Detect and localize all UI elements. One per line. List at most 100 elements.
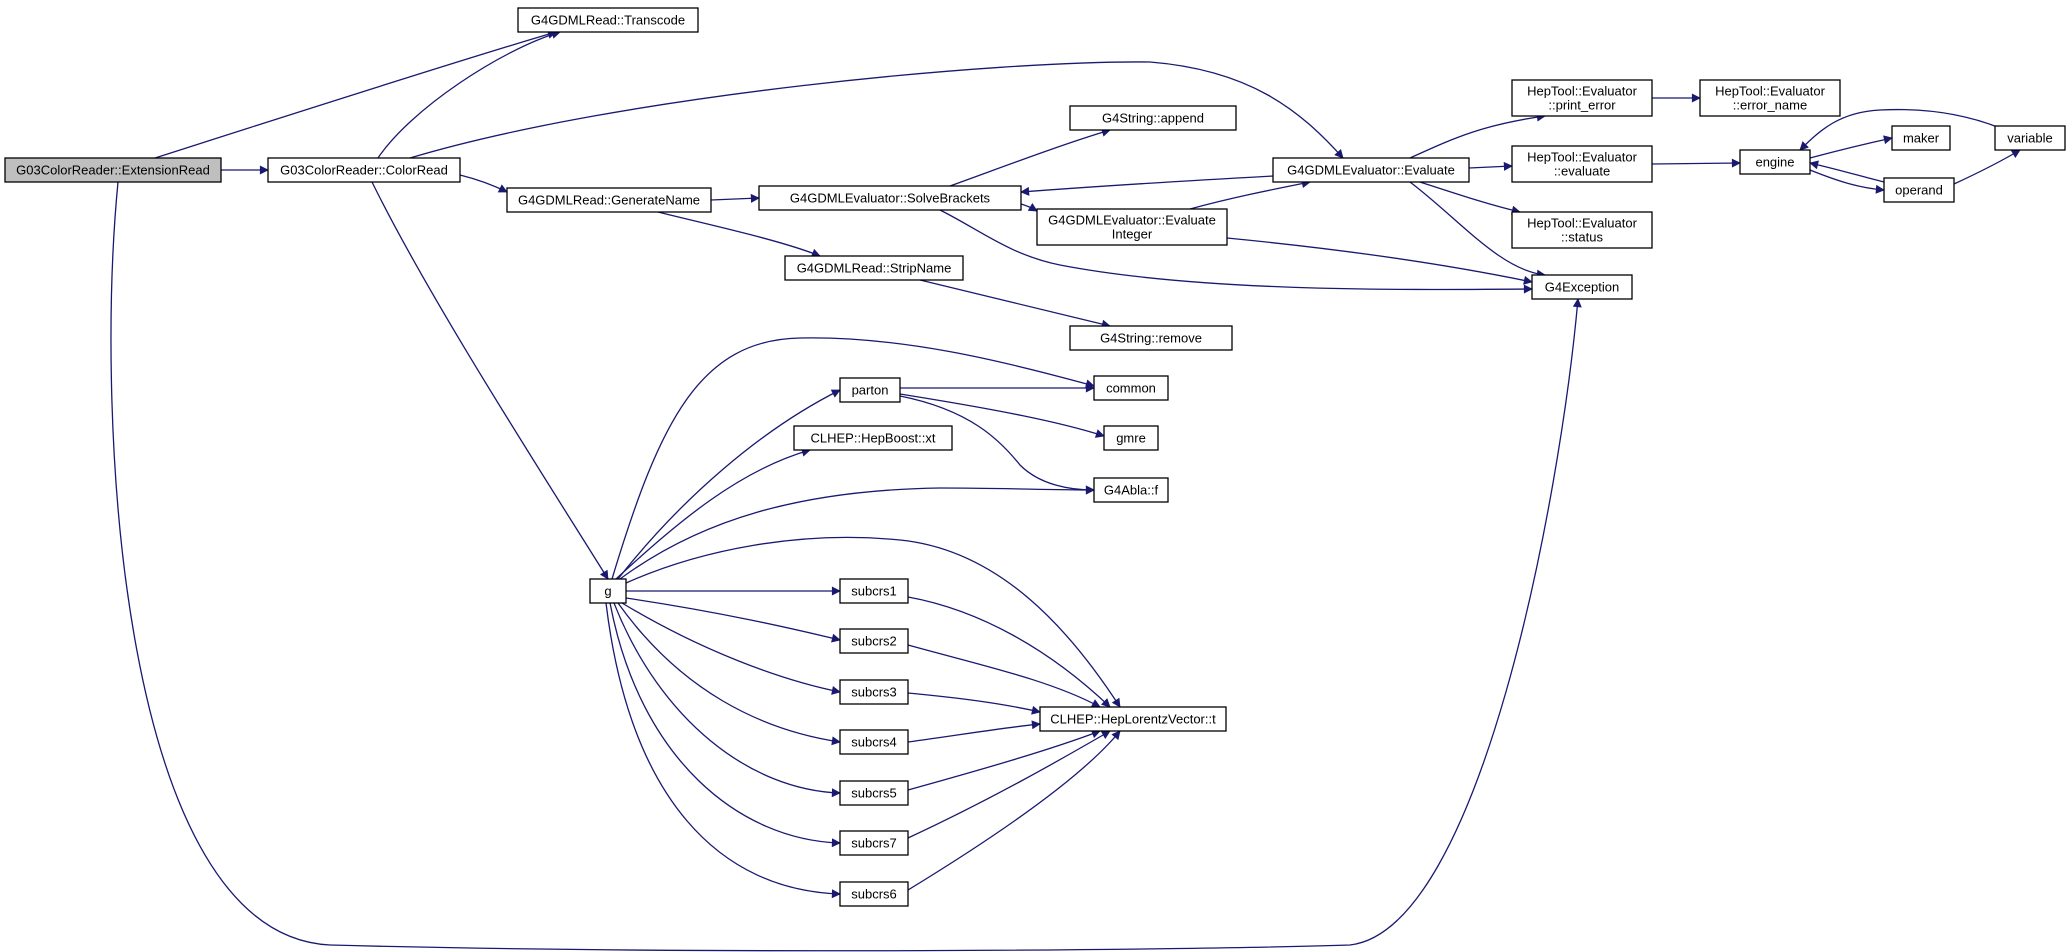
edge-subcrs5-to-lorentz bbox=[907, 729, 1101, 791]
node-box bbox=[1511, 79, 1653, 117]
node-box bbox=[839, 780, 909, 806]
node-xt[interactable]: CLHEP::HepBoost::xt bbox=[793, 425, 953, 451]
node-status[interactable]: HepTool::Evaluator::status bbox=[1511, 211, 1653, 249]
node-box bbox=[1069, 105, 1237, 131]
node-label: common bbox=[1106, 381, 1156, 396]
node-operand[interactable]: operand bbox=[1883, 177, 1955, 203]
node-box bbox=[1272, 157, 1470, 183]
node-label: HepTool::Evaluator bbox=[1527, 84, 1638, 99]
node-engine[interactable]: engine bbox=[1739, 149, 1811, 175]
node-parton[interactable]: parton bbox=[839, 377, 901, 403]
node-append[interactable]: G4String::append bbox=[1069, 105, 1237, 131]
node-box bbox=[1093, 477, 1169, 503]
edge-evalint-to-evaluate bbox=[1189, 179, 1311, 210]
node-label: G4GDMLEvaluator::Evaluate bbox=[1287, 163, 1455, 178]
edge-evaluate-to-solvebr bbox=[1020, 175, 1274, 196]
node-label: G03ColorReader::ExtensionRead bbox=[16, 163, 210, 178]
node-subcrs1[interactable]: subcrs1 bbox=[839, 578, 909, 604]
node-subcrs7[interactable]: subcrs7 bbox=[839, 830, 909, 856]
node-remove[interactable]: G4String::remove bbox=[1069, 325, 1233, 351]
node-common[interactable]: common bbox=[1093, 375, 1169, 401]
node-extread[interactable]: G03ColorReader::ExtensionRead bbox=[4, 157, 222, 183]
node-errname[interactable]: HepTool::Evaluator::error_name bbox=[1699, 79, 1841, 117]
edge-extread-to-transcode bbox=[154, 29, 557, 159]
node-label: CLHEP::HepBoost::xt bbox=[811, 431, 936, 446]
node-label: HepTool::Evaluator bbox=[1715, 84, 1826, 99]
edge-subcrs4-to-lorentz bbox=[907, 720, 1041, 743]
edge-extread-to-g4exc bbox=[110, 181, 1582, 952]
edge-subcrs6-to-lorentz bbox=[907, 730, 1121, 891]
node-box bbox=[793, 425, 953, 451]
node-box bbox=[1739, 149, 1811, 175]
node-box bbox=[589, 578, 627, 604]
node-label: G4GDMLEvaluator::SolveBrackets bbox=[790, 191, 991, 206]
node-g[interactable]: g bbox=[589, 578, 627, 604]
node-variable[interactable]: variable bbox=[1994, 125, 2066, 151]
node-genname[interactable]: G4GDMLRead::GenerateName bbox=[506, 187, 712, 213]
node-label: G4Exception bbox=[1545, 280, 1619, 295]
node-label: maker bbox=[1903, 131, 1940, 146]
node-box bbox=[1699, 79, 1841, 117]
node-label: engine bbox=[1755, 155, 1794, 170]
edge-g-to-subcrs4 bbox=[617, 602, 841, 746]
node-transcode[interactable]: G4GDMLRead::Transcode bbox=[517, 7, 699, 33]
node-label: subcrs7 bbox=[851, 836, 897, 851]
node-subcrs5[interactable]: subcrs5 bbox=[839, 780, 909, 806]
edge-g-to-subcrs3 bbox=[621, 602, 841, 695]
node-hevaluate[interactable]: HepTool::Evaluator::evaluate bbox=[1511, 145, 1653, 183]
node-label: gmre bbox=[1116, 431, 1146, 446]
node-box bbox=[839, 881, 909, 907]
node-ablaf[interactable]: G4Abla::f bbox=[1093, 477, 1169, 503]
node-g4exc[interactable]: G4Exception bbox=[1531, 274, 1633, 300]
node-label: ::print_error bbox=[1548, 98, 1616, 113]
node-printerr[interactable]: HepTool::Evaluator::print_error bbox=[1511, 79, 1653, 117]
node-box bbox=[839, 679, 909, 705]
node-subcrs2[interactable]: subcrs2 bbox=[839, 628, 909, 654]
node-box bbox=[839, 377, 901, 403]
node-box bbox=[4, 157, 222, 183]
edge-subcrs1-to-lorentz bbox=[907, 596, 1111, 708]
edge-evaluate-to-hevaluate bbox=[1468, 161, 1513, 171]
node-colorread[interactable]: G03ColorReader::ColorRead bbox=[267, 157, 461, 183]
node-box bbox=[758, 185, 1022, 211]
node-subcrs6[interactable]: subcrs6 bbox=[839, 881, 909, 907]
node-box bbox=[1891, 125, 1951, 151]
node-box bbox=[1036, 208, 1228, 246]
node-label: G4GDMLEvaluator::Evaluate bbox=[1048, 213, 1216, 228]
node-box bbox=[1069, 325, 1233, 351]
node-label: Integer bbox=[1112, 227, 1153, 242]
node-box bbox=[506, 187, 712, 213]
node-maker[interactable]: maker bbox=[1891, 125, 1951, 151]
node-label: variable bbox=[2007, 131, 2053, 146]
edge-solvebr-to-g4exc bbox=[939, 209, 1533, 294]
edge-hevaluate-to-engine bbox=[1651, 158, 1741, 168]
edge-genname-to-solvebr bbox=[710, 193, 760, 203]
node-solvebr[interactable]: G4GDMLEvaluator::SolveBrackets bbox=[758, 185, 1022, 211]
edge-solvebr-to-evalint bbox=[1020, 202, 1038, 212]
node-subcrs4[interactable]: subcrs4 bbox=[839, 729, 909, 755]
edge-g-to-common bbox=[611, 337, 1095, 580]
edge-g-to-subcrs5 bbox=[613, 602, 841, 798]
node-gmre[interactable]: gmre bbox=[1103, 425, 1159, 451]
node-box bbox=[839, 830, 909, 856]
edge-g-to-xt bbox=[615, 447, 811, 580]
edge-operand-to-variable bbox=[1953, 149, 2021, 185]
node-lorentz[interactable]: CLHEP::HepLorentzVector::t bbox=[1039, 706, 1227, 732]
edge-subcrs3-to-lorentz bbox=[907, 692, 1041, 715]
edge-engine-to-maker bbox=[1809, 135, 1893, 159]
edge-solvebr-to-append bbox=[949, 128, 1111, 187]
node-label: subcrs1 bbox=[851, 584, 897, 599]
node-stripname[interactable]: G4GDMLRead::StripName bbox=[784, 255, 964, 281]
node-subcrs3[interactable]: subcrs3 bbox=[839, 679, 909, 705]
edge-parton-to-ablaf bbox=[899, 395, 1095, 495]
node-label: subcrs2 bbox=[851, 634, 897, 649]
node-label: G4String::remove bbox=[1100, 331, 1202, 346]
node-evaluate[interactable]: G4GDMLEvaluator::Evaluate bbox=[1272, 157, 1470, 183]
node-label: G4GDMLRead::StripName bbox=[797, 261, 952, 276]
node-label: HepTool::Evaluator bbox=[1527, 216, 1638, 231]
edge-g-to-ablaf bbox=[619, 485, 1095, 580]
node-label: ::evaluate bbox=[1554, 164, 1610, 179]
node-label: G4String::append bbox=[1102, 111, 1204, 126]
node-box bbox=[517, 7, 699, 33]
